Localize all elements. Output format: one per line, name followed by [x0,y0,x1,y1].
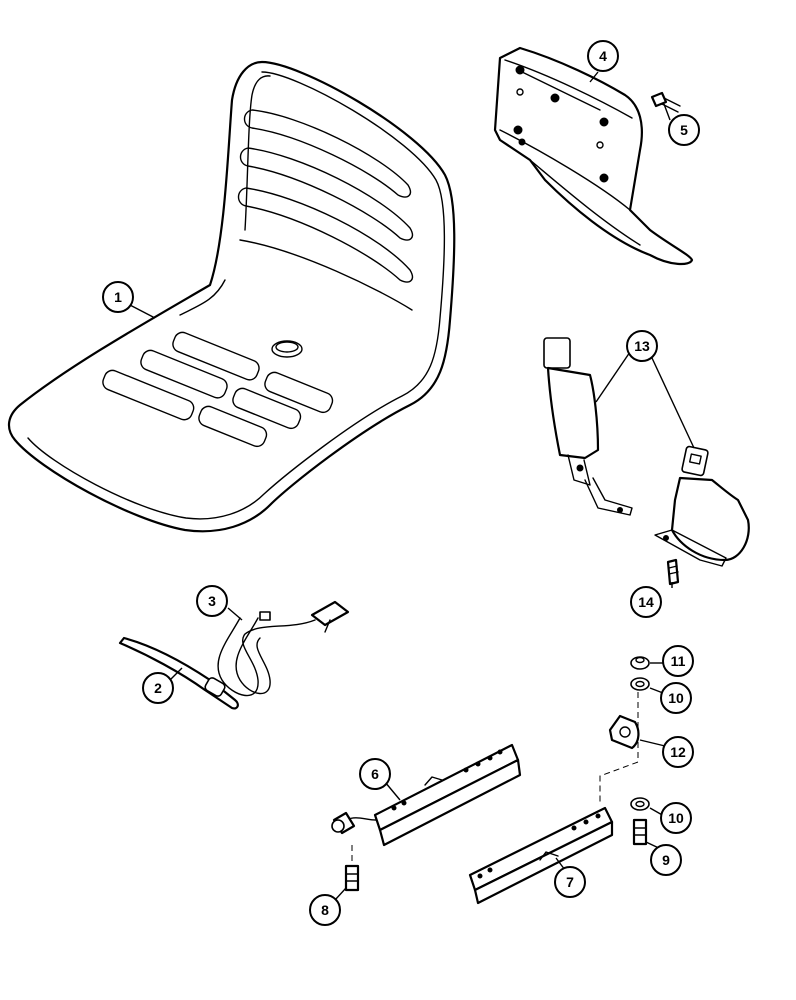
callout-10-lower: 10 [660,802,692,834]
assembly-line-right [599,692,639,804]
callout-5: 5 [668,114,700,146]
callout-13: 13 [626,330,658,362]
bolt-part-5 [650,91,681,113]
slide-rail-part-7 [468,806,614,905]
washer-part-10-lower [630,797,650,811]
callout-10-upper: 10 [660,682,692,714]
seat-belt-buckle [543,337,633,516]
callout-label: 11 [671,653,686,669]
callout-label: 2 [154,680,162,696]
bolt-part-9 [632,818,648,846]
leader-lines [127,71,695,901]
callout-6: 6 [359,758,391,790]
seat-pan [7,60,456,533]
seat-belt-retractor [654,445,750,567]
callout-12: 12 [662,736,694,768]
callout-label: 7 [566,874,574,890]
bracket-part-12 [608,714,640,750]
callout-14: 14 [630,586,662,618]
callout-label: 8 [321,902,329,918]
callout-4: 4 [587,40,619,72]
washer-part-10-upper [630,677,650,691]
callout-label: 13 [634,338,650,354]
strap [118,636,239,710]
callout-7: 7 [554,866,586,898]
callout-label: 10 [668,690,684,706]
callout-8: 8 [309,894,341,926]
callout-2: 2 [142,672,174,704]
callout-label: 10 [668,810,684,826]
slide-rail-part-6 [331,743,522,847]
callout-label: 12 [670,744,686,760]
nut-part-11 [630,656,650,670]
callout-label: 14 [638,594,654,610]
bolt-part-8 [344,864,360,892]
callout-3: 3 [196,585,228,617]
callout-label: 9 [662,852,670,868]
mounting-plate [493,46,694,266]
callout-1: 1 [102,281,134,313]
wiring-harness [217,600,350,697]
callout-9: 9 [650,844,682,876]
callout-label: 6 [371,766,379,782]
callout-label: 5 [680,122,688,138]
callout-label: 1 [114,289,122,305]
callout-label: 3 [208,593,216,609]
callout-label: 4 [599,48,607,64]
callout-11: 11 [662,645,694,677]
bolt-part-14 [666,558,680,586]
